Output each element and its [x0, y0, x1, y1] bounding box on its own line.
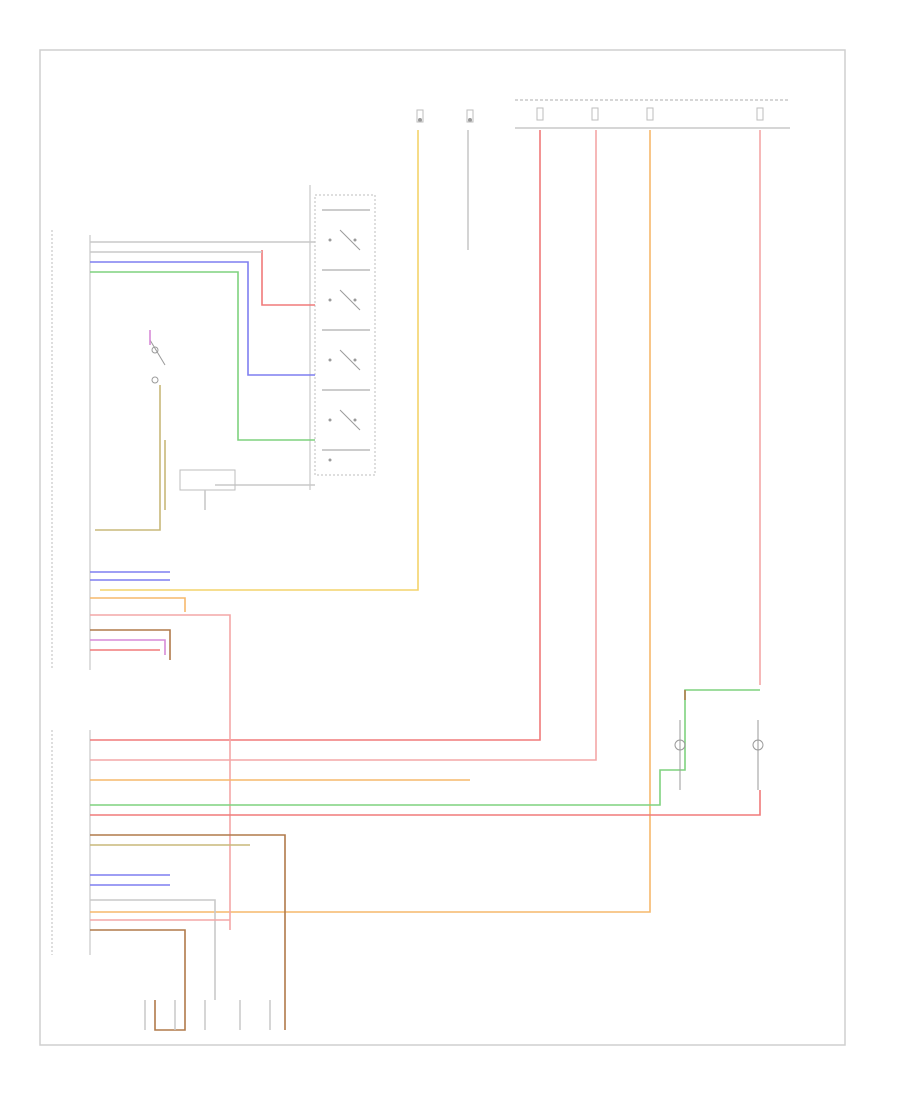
wire-yellow-feed [100, 130, 419, 591]
fuse-3 [536, 107, 544, 121]
wire-blue [90, 261, 315, 376]
left-wheel-speed-sensor [674, 720, 686, 790]
right-wheel-speed-sensor [752, 720, 764, 790]
transmission-sensor-box [179, 469, 236, 491]
fuse-4 [591, 107, 599, 121]
ground-wires [144, 1000, 271, 1030]
fuse-5 [646, 107, 654, 121]
diagram-frame [39, 49, 846, 1046]
wire-red-switch [261, 250, 315, 306]
fuse-1 [416, 109, 424, 123]
wire-pink-feed [90, 130, 597, 761]
wire-olive-1 [95, 385, 161, 531]
reverse-lamp-switch [149, 339, 166, 384]
ecu-pin-group-bottom [90, 689, 761, 1031]
fuse-row [416, 99, 790, 129]
ecu-pin-group-top [90, 571, 231, 930]
wire-green [90, 271, 315, 441]
wire-orange-feed [90, 130, 651, 913]
fuse-2 [466, 109, 474, 123]
transmission-range-switch [309, 185, 376, 490]
wire-red-feed [90, 130, 541, 741]
fuse-6 [756, 107, 764, 121]
